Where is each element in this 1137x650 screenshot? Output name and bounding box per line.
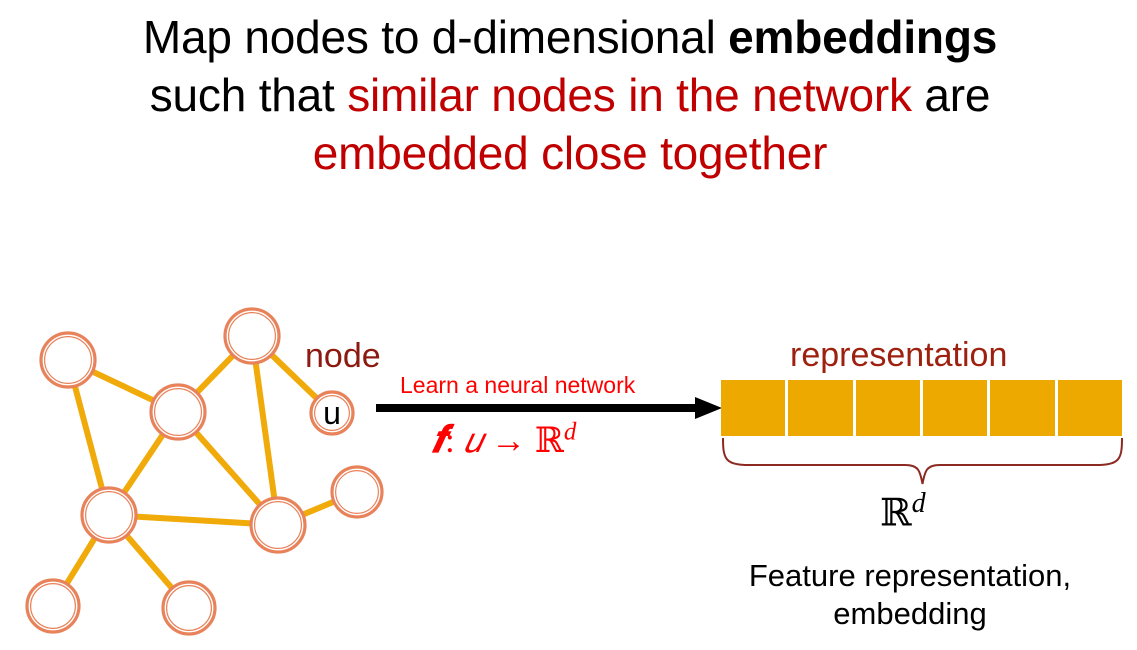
graph-node [249,496,307,554]
formula-u-symbol: 𝑢 [463,421,483,460]
formula-arrow-symbol: → [491,421,527,460]
caption-line-1: Feature representation, [748,558,1072,593]
title-segment-embeddings: embeddings [728,11,998,63]
embedding-cell [788,380,856,436]
graph-node-inner-ring [84,491,133,540]
graph-node-inner-ring [228,312,277,360]
graph-edge [87,367,159,405]
graph-nodes-group: u [25,307,384,636]
graph-edge [119,429,168,498]
graph-node-inner-ring [43,335,92,384]
embedding-vector-bar [721,380,1122,436]
embedding-cell [721,380,789,436]
formula-dimension-superscript: d [563,418,577,446]
formula-colon: : [445,421,455,460]
embedding-cell [1057,380,1122,436]
transform-arrow-icon [376,397,722,419]
graph-node-inner-ring [314,394,351,431]
graph-node-inner-ring [166,585,213,632]
page-title: Map nodes to d-dimensional embeddings su… [95,8,1045,182]
title-segment-similar-nodes: similar nodes in the network [347,69,912,121]
graph-node-u [309,390,355,436]
graph-edge [252,357,278,504]
graph-node-inner-ring [254,501,303,550]
graph-edge [192,350,238,398]
graph-node [223,307,281,365]
graph-edges-group [62,350,339,593]
graph-edge [191,427,265,510]
title-segment-embedded-close: embedded close together [312,127,828,179]
embedding-cell [855,380,923,436]
graph-node-label: u [323,395,341,431]
caption-line-2: embedding [833,596,987,631]
feature-representation-caption: Feature representation, embedding [690,557,1130,633]
embedding-cell [922,380,991,436]
graph-node-inner-ring [30,583,76,630]
graph-node [80,486,138,544]
title-segment-plain-1: Map nodes to d-dimensional [142,11,729,63]
dimension-reals-symbol: ℝ [880,490,912,535]
graph-node [330,465,384,519]
graph-node [149,383,207,441]
graph-node [39,331,97,389]
graph-edge [62,533,99,589]
graph-node [161,580,217,636]
mapping-formula: 𝒇: 𝑢 → ℝd [432,418,576,462]
graph-edge [267,350,322,403]
graph-node-inner-ring [335,470,380,515]
formula-reals-symbol: ℝ [534,421,564,461]
graph-node-inner-ring [154,387,203,436]
graph-edge [298,497,339,519]
graph-node [25,578,81,634]
title-segment-plain-2: such that [149,69,348,121]
node-label-text: node [305,337,381,375]
formula-f-symbol: 𝒇 [432,419,446,461]
arrow-caption-text: Learn a neural network [400,372,636,398]
title-segment-plain-3: are [911,69,991,121]
graph-edge [122,530,177,593]
dimension-brace-icon [722,437,1123,485]
embedding-cell [990,380,1058,436]
dimension-label: ℝd [880,488,926,535]
representation-label: representation [790,336,1008,374]
graph-edge [71,381,106,494]
network-graph-figure: u [25,307,384,636]
dimension-superscript: d [911,488,926,519]
graph-edge [130,513,257,527]
